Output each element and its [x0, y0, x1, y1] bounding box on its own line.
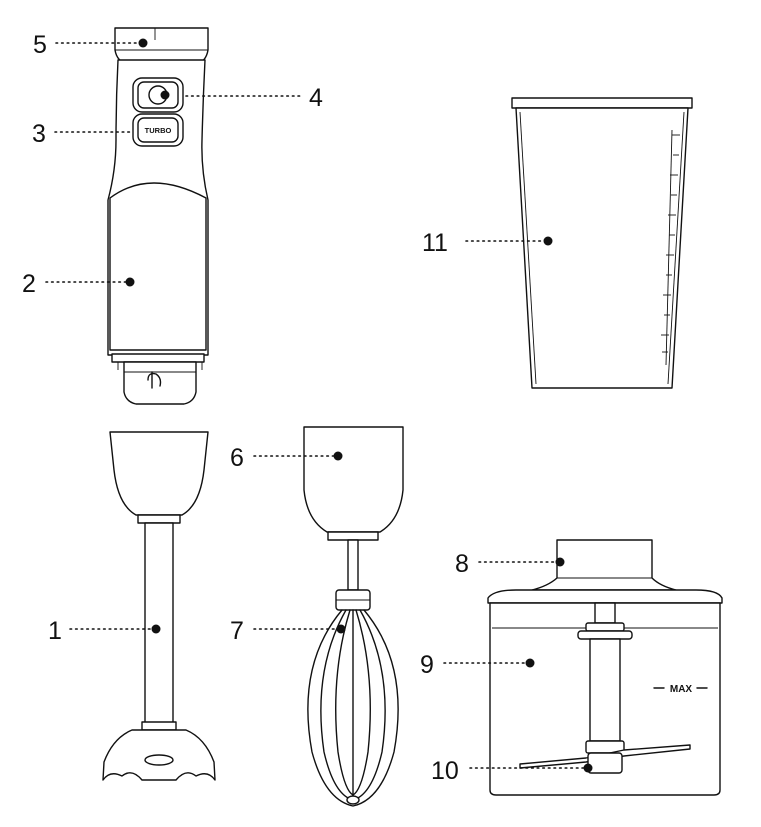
callout-label-6: 6 — [230, 444, 244, 472]
shaft-tube — [144, 522, 174, 724]
callout-5: 5 — [33, 31, 148, 59]
chopper-lid — [487, 589, 723, 604]
chopper: MAX — [487, 539, 723, 796]
shaft-collar — [137, 514, 181, 524]
chopper-spindle — [589, 638, 621, 742]
callout-1: 1 — [48, 617, 161, 645]
callout-10: 10 — [431, 757, 593, 785]
callout-label-8: 8 — [455, 550, 469, 578]
turbo-button-label: TURBO — [145, 126, 172, 135]
callout-4: 4 — [185, 84, 323, 112]
callout-7: 7 — [230, 617, 346, 645]
shaft-top-cup — [109, 431, 209, 516]
callout-label-11: 11 — [422, 229, 448, 257]
callout-label-3: 3 — [32, 120, 46, 148]
beaker-body — [515, 107, 689, 389]
speed-button — [137, 81, 179, 109]
beaker-graduation-scale — [661, 129, 680, 366]
blender-shaft — [102, 431, 216, 781]
chopper-max-mark: MAX — [653, 684, 708, 695]
callout-label-4: 4 — [309, 84, 323, 112]
whisk-adapter — [303, 426, 404, 541]
whisk-stem — [347, 539, 359, 591]
chopper-lid-coupling — [531, 539, 677, 591]
motor-grip — [109, 182, 207, 351]
callout-label-10: 10 — [431, 757, 459, 785]
max-label: MAX — [670, 684, 693, 695]
callout-6: 6 — [230, 444, 343, 472]
motor-top-cap — [114, 27, 209, 65]
callout-2: 2 — [22, 270, 135, 298]
callout-label-2: 2 — [22, 270, 36, 298]
beaker-rim — [511, 97, 693, 109]
motor-unit: TURBO — [107, 27, 209, 405]
callout-11: 11 — [422, 229, 553, 257]
motor-bottom-ring — [111, 353, 205, 363]
beaker — [511, 97, 693, 389]
callout-label-9: 9 — [420, 651, 434, 679]
callout-label-5: 5 — [33, 31, 47, 59]
whisk — [307, 539, 399, 807]
callout-8: 8 — [455, 550, 565, 578]
callout-3: 3 — [32, 120, 131, 148]
turbo-button — [137, 117, 179, 143]
whisk-adapter-cup — [303, 426, 404, 533]
callout-label-7: 7 — [230, 617, 244, 645]
callout-9: 9 — [420, 651, 535, 679]
callout-label-1: 1 — [48, 617, 62, 645]
